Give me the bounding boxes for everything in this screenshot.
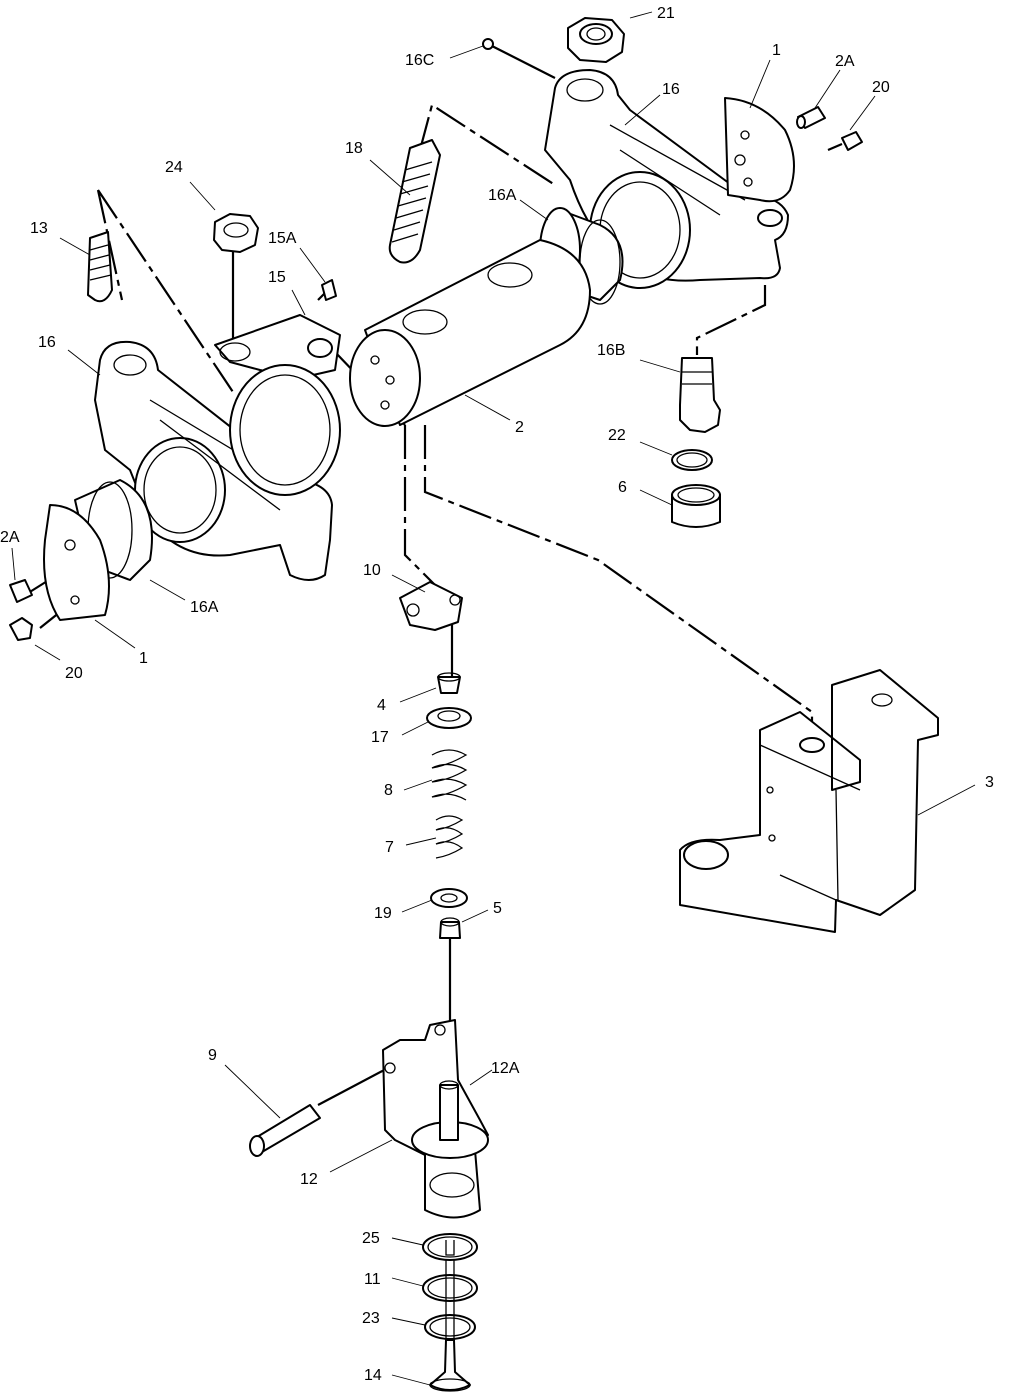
valve-body-12	[382, 1019, 489, 1219]
adjuster-10	[399, 581, 463, 631]
set-screw-2A-right	[796, 106, 826, 129]
callout-8: 8	[384, 782, 393, 799]
callout-20-left: 20	[65, 665, 83, 682]
rocker-shaft-2	[349, 239, 591, 427]
valve-14	[429, 1339, 471, 1392]
outer-spring-8	[431, 749, 468, 801]
callout-23: 23	[362, 1310, 380, 1327]
hex-nut-21	[567, 17, 625, 63]
callout-2: 2	[515, 419, 524, 436]
callout-4: 4	[377, 697, 386, 714]
pin-16B	[679, 357, 721, 433]
callout-16A-left: 16A	[190, 599, 219, 616]
valve-seal-5	[439, 917, 461, 939]
callout-19: 19	[374, 905, 392, 922]
callout-5: 5	[493, 900, 502, 917]
callout-15: 15	[268, 269, 286, 286]
callout-13: 13	[30, 220, 48, 237]
callout-16-top: 16	[662, 81, 680, 98]
callout-12A: 12A	[491, 1060, 520, 1077]
callout-24: 24	[165, 159, 183, 176]
callout-11: 11	[364, 1271, 381, 1288]
callout-15A: 15A	[268, 230, 297, 247]
pedestal-3	[679, 669, 939, 933]
callout-22: 22	[608, 427, 626, 444]
callout-25: 25	[362, 1230, 380, 1247]
callout-16A-top: 16A	[488, 187, 517, 204]
callout-6: 6	[618, 479, 627, 496]
callout-17: 17	[371, 729, 389, 746]
callout-2A-left: 2A	[0, 529, 20, 546]
callout-20-top: 20	[872, 79, 890, 96]
bolt-20-right	[827, 131, 863, 152]
spring-retainer-17	[426, 707, 472, 729]
grease-point-16C	[482, 38, 494, 50]
rocker-arm-left-16	[94, 340, 333, 581]
side-plate-left-1	[43, 504, 110, 621]
ring-25	[422, 1233, 478, 1261]
callout-12: 12	[300, 1171, 318, 1188]
side-plate-right-1	[724, 97, 795, 203]
callout-10: 10	[363, 562, 381, 579]
pin-15A	[321, 279, 337, 301]
callout-1-top: 1	[772, 42, 781, 59]
callout-18: 18	[345, 140, 363, 157]
ring-23	[424, 1300, 476, 1340]
hex-nut-24	[213, 213, 259, 253]
callout-21: 21	[657, 5, 675, 22]
callout-3: 3	[985, 774, 994, 791]
inner-spring-7	[435, 815, 464, 859]
callout-labels: 21 16C 1 2A 20 16 18 16A 24 13 15A 15 16…	[0, 5, 994, 1384]
bushing-6	[671, 484, 721, 528]
pin-9	[249, 1104, 321, 1157]
ring-11	[422, 1260, 478, 1302]
ring-22	[671, 449, 713, 471]
threaded-stud-18	[388, 139, 441, 264]
leader-lines	[11, 11, 976, 1386]
set-screw-2A-left	[9, 579, 33, 603]
callout-16B: 16B	[597, 342, 625, 359]
callout-9: 9	[208, 1047, 217, 1064]
callout-2A-top: 2A	[835, 53, 855, 70]
housing-bore-left	[229, 364, 341, 496]
spring-seat-19	[430, 888, 468, 908]
bolt-20-left	[9, 617, 33, 641]
callout-14: 14	[364, 1367, 382, 1384]
callout-16-left: 16	[38, 334, 56, 351]
stud-13	[87, 231, 113, 303]
callout-16C: 16C	[405, 52, 434, 69]
callout-7: 7	[385, 839, 394, 856]
collet-4	[437, 672, 461, 694]
bracket-15	[214, 314, 341, 379]
callout-1-left: 1	[139, 650, 148, 667]
